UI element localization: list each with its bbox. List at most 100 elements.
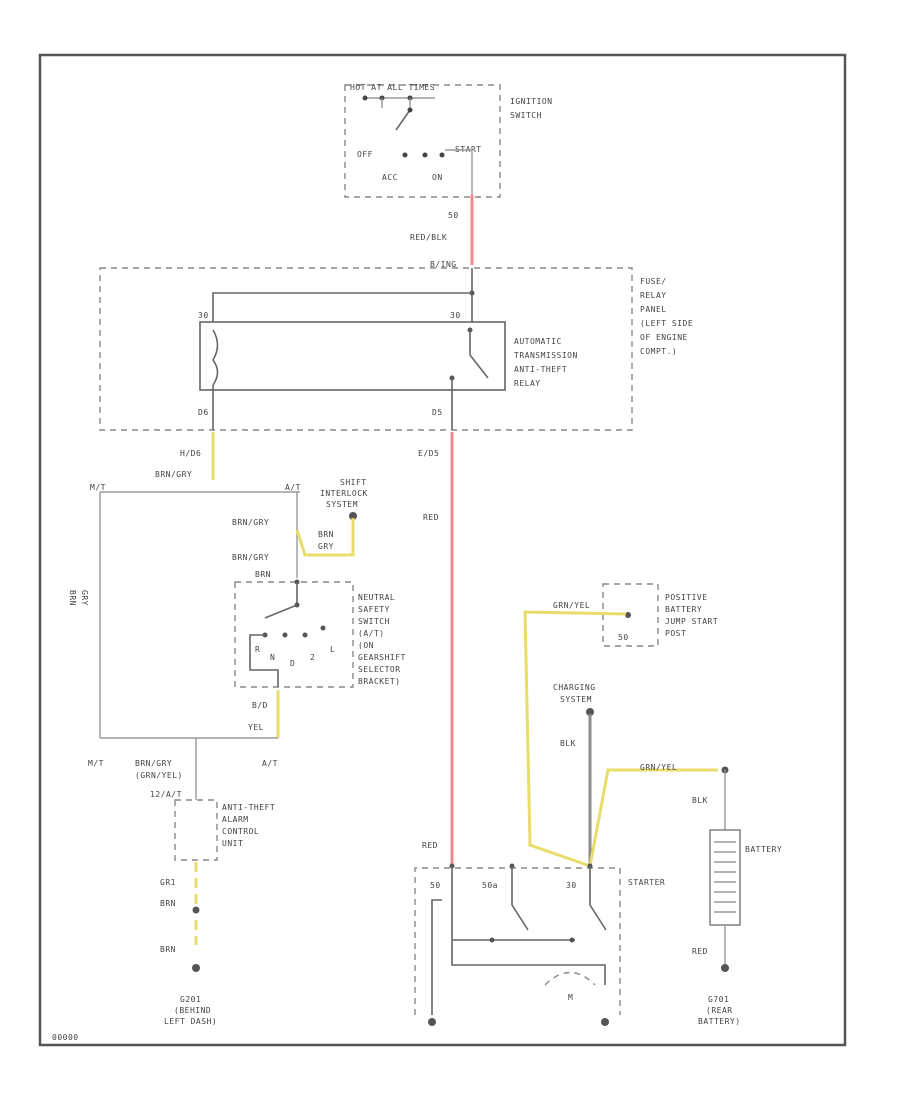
- conn-b-top-label: B/ING: [430, 260, 457, 269]
- ground-left-1: (BEHIND: [174, 1006, 211, 1015]
- pin-50-label: 50: [618, 633, 629, 642]
- starter-m-label: M: [568, 993, 573, 1002]
- panel-pin-left-label: D6: [198, 408, 209, 417]
- wire-grnyel-bottom-label: (GRN/YEL): [135, 771, 183, 780]
- brn-gry-shift-wire: [295, 518, 355, 557]
- anti-theft-label-0: ANTI-THEFT: [222, 803, 275, 812]
- shift-interlock-1: INTERLOCK: [320, 489, 368, 498]
- relay-name-2: ANTI-THEFT: [514, 365, 567, 374]
- starter-label: STARTER: [628, 878, 665, 887]
- wire-e-right-label: E/D5: [418, 449, 439, 458]
- anti-theft-relay: [199, 321, 506, 391]
- pos-batt-1: BATTERY: [665, 605, 702, 614]
- wire-gry-small-2: GRY: [318, 542, 334, 551]
- wire-brn2-label: BRN: [160, 945, 176, 954]
- wire-50-label: 50: [448, 211, 459, 220]
- switch-acc-label: ACC: [382, 173, 398, 182]
- wire-brn-gry-left-1: BRN: [68, 590, 77, 606]
- wire-brn-ns-label: BRN: [255, 570, 271, 579]
- wire-brngry2-label: BRN/GRY: [232, 518, 269, 527]
- ignition-switch: HOT AT ALL TIMES IGNITION SWITCH OFF STA…: [344, 83, 553, 198]
- fuse-panel-label-0: FUSE/: [640, 277, 667, 286]
- wire-blk2-label: BLK: [692, 796, 708, 805]
- wire-brngry-label: BRN/GRY: [155, 470, 192, 479]
- ground-right-2: BATTERY): [698, 1017, 741, 1026]
- anti-theft-label-1: ALARM: [222, 815, 249, 824]
- relay-name-0: AUTOMATIC: [514, 337, 562, 346]
- ignition-switch-label-1: IGNITION: [510, 97, 553, 106]
- nss-label-3: (A/T): [358, 629, 385, 638]
- figure-id: 00000: [52, 1033, 79, 1042]
- wire-brngry-bottom-label: BRN/GRY: [135, 759, 172, 768]
- anti-theft-control-unit: ANTI-THEFT ALARM CONTROL UNIT: [174, 799, 275, 861]
- pin-12-label: 12/A/T: [150, 790, 182, 799]
- pos-batt-0: POSITIVE: [665, 593, 708, 602]
- fuse-panel-label-1: RELAY: [640, 291, 667, 300]
- wire-brn1-label: BRN: [160, 899, 176, 908]
- nss-label-4: (ON: [358, 641, 374, 650]
- nss-pos-n: N: [270, 653, 275, 662]
- anti-theft-label-2: CONTROL: [222, 827, 259, 836]
- relay-name-1: TRANSMISSION: [514, 351, 578, 360]
- hot-at-all-times-label: HOT AT ALL TIMES: [350, 83, 435, 92]
- anti-theft-label-3: UNIT: [222, 839, 243, 848]
- shift-interlock-0: SHIFT: [340, 478, 367, 487]
- wire-red3-label: RED: [422, 841, 438, 850]
- relay-name-3: RELAY: [514, 379, 541, 388]
- ground-right-1: (REAR: [706, 1006, 733, 1015]
- switch-on-label: ON: [432, 173, 443, 182]
- at-label: A/T: [285, 483, 301, 492]
- nss-label-0: NEUTRAL: [358, 593, 395, 602]
- wire-grnyel-label: GRN/YEL: [553, 601, 590, 610]
- st-30-label: 30: [566, 881, 577, 890]
- charging-label-0: CHARGING: [553, 683, 596, 692]
- grn-yel-battery-wire: [588, 768, 718, 867]
- nss-pos-r: R: [255, 645, 260, 654]
- switch-off-label: OFF: [357, 150, 373, 159]
- ground-left-2: LEFT DASH): [164, 1017, 217, 1026]
- nss-pos-2: 2: [310, 653, 315, 662]
- wire-gr1-label: GR1: [160, 878, 176, 887]
- nss-pos-l: L: [330, 645, 335, 654]
- wire-brngry3-label: BRN/GRY: [232, 553, 269, 562]
- starter: STARTER RED 50 50a 30 M: [414, 841, 665, 1026]
- fuse-panel-label-4: OF ENGINE: [640, 333, 688, 342]
- wire-red2-label: RED: [692, 947, 708, 956]
- battery-label: BATTERY: [745, 845, 782, 854]
- panel-pin-right-label: D5: [432, 408, 443, 417]
- wire-bfd-label: B/D: [252, 701, 268, 710]
- charging-label-1: SYSTEM: [560, 695, 592, 704]
- ground-right-0: G701: [708, 995, 729, 1004]
- battery: BLK BATTERY RED G701 (REAR BATTERY): [692, 770, 782, 1026]
- st-50a-label: 50a: [482, 881, 498, 890]
- shift-interlock-2: SYSTEM: [326, 500, 358, 509]
- grn-yel-jump-wire: [523, 610, 627, 868]
- relay-pin-right-label: 30: [450, 311, 461, 320]
- nss-label-7: BRACKET): [358, 677, 401, 686]
- fuse-relay-panel: B/ING FUSE/ RELAY PANEL (LEFT SIDE OF EN…: [99, 260, 693, 431]
- wire-blk-label: BLK: [560, 739, 576, 748]
- wire-grnyel2-label: GRN/YEL: [640, 763, 677, 772]
- fuse-panel-label-5: COMPT.): [640, 347, 677, 356]
- diagram-frame: [38, 53, 847, 1047]
- ignition-switch-label-2: SWITCH: [510, 111, 542, 120]
- wire-brn-gry-left-2: GRY: [80, 590, 89, 606]
- nss-label-6: SELECTOR: [358, 665, 401, 674]
- mt-label: M/T: [90, 483, 106, 492]
- nss-label-2: SWITCH: [358, 617, 390, 626]
- mt2-label: M/T: [88, 759, 104, 768]
- wire-redblk-label: RED/BLK: [410, 233, 447, 242]
- at2-label: A/T: [262, 759, 278, 768]
- nss-label-1: SAFETY: [358, 605, 390, 614]
- nss-label-5: GEARSHIFT: [358, 653, 406, 662]
- wire-yel-label: YEL: [248, 723, 264, 732]
- wire-h-left-label: H/D6: [180, 449, 201, 458]
- fuse-panel-label-3: (LEFT SIDE: [640, 319, 693, 328]
- st-50-label: 50: [430, 881, 441, 890]
- wire-red-label: RED: [423, 513, 439, 522]
- relay-pin-left-label: 30: [198, 311, 209, 320]
- wire-brn-small-1: BRN: [318, 530, 334, 539]
- neutral-safety-switch: R N D 2 L NEUTRAL SAFETY SWITCH (A/T) (O…: [234, 579, 406, 688]
- fuse-panel-label-2: PANEL: [640, 305, 667, 314]
